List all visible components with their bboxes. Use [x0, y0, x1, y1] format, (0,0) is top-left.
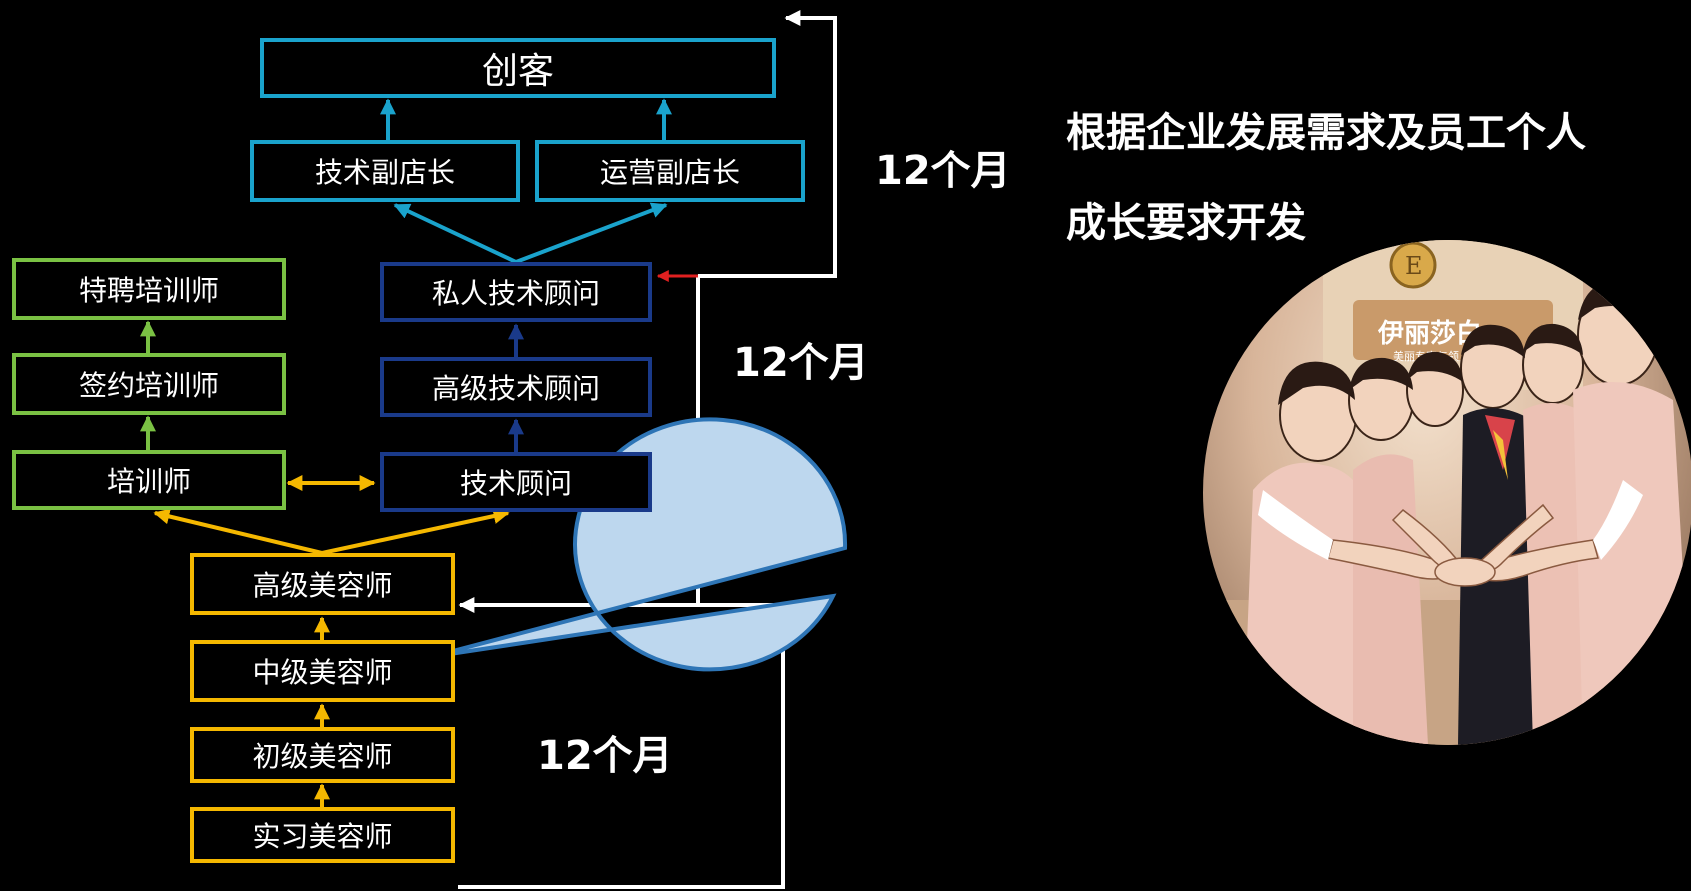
callout-bubble	[429, 417, 848, 672]
box-tech-consultant: 技术顾问	[380, 452, 652, 512]
arrow-private-to-tech-vice	[393, 203, 517, 264]
box-mid-beautician: 中级美容师	[190, 640, 455, 702]
heading-line-2: 成长要求开发	[1066, 200, 1306, 246]
box-junior-beautician: 初级美容师	[190, 727, 455, 783]
box-trainer: 培训师	[12, 450, 286, 510]
box-ops-vice-manager: 运营副店长	[535, 140, 805, 202]
box-senior-tech-consultant: 高级技术顾问	[380, 357, 652, 417]
duration-label-bottom: 12个月	[537, 733, 673, 779]
callout-line-1: 学徒员工	[885, 474, 1045, 520]
arrow-senior-beautician-to-tech	[321, 508, 510, 555]
arrow-private-to-ops-vice	[515, 202, 668, 264]
box-chuangke: 创客	[260, 38, 776, 98]
arrow-senior-beautician-to-trainer	[153, 508, 323, 555]
box-private-tech-consultant: 私人技术顾问	[380, 262, 652, 322]
box-contract-trainer: 签约培训师	[12, 353, 286, 415]
heading-text: 根据企业发展需求及员工个人 成长要求开发	[1066, 88, 1586, 268]
callout-line-2: 入学起点	[885, 554, 1045, 600]
callout-text: 学徒员工 入学起点	[845, 457, 1085, 617]
duration-label-middle: 12个月	[733, 340, 869, 386]
bracket-top-12m	[698, 10, 837, 278]
team-photo: E 伊丽莎白 美丽专家与领	[1203, 240, 1691, 745]
box-intern-beautician: 实习美容师	[190, 807, 455, 863]
heading-line-1: 根据企业发展需求及员工个人	[1066, 110, 1586, 156]
duration-label-top: 12个月	[875, 148, 1011, 194]
box-special-trainer: 特聘培训师	[12, 258, 286, 320]
box-tech-vice-manager: 技术副店长	[250, 140, 520, 202]
box-senior-beautician: 高级美容师	[190, 553, 455, 615]
team-photo-illustration: E 伊丽莎白 美丽专家与领	[1203, 240, 1691, 745]
svg-text:E: E	[1405, 252, 1423, 280]
